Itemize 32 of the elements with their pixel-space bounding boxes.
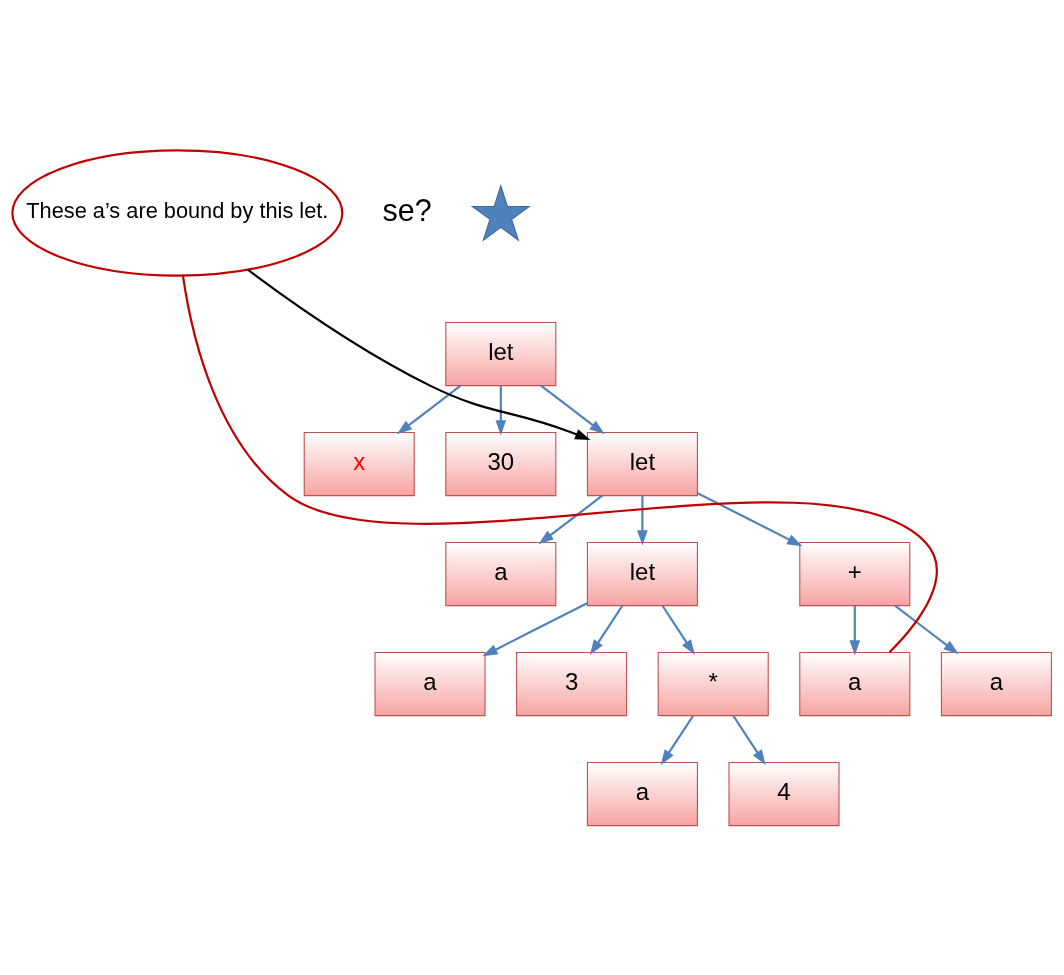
arrow bbox=[661, 604, 695, 655]
node-box: a bbox=[374, 651, 486, 716]
node-box: x bbox=[303, 431, 415, 496]
arrow bbox=[732, 714, 766, 765]
connector bbox=[181, 275, 938, 653]
arrow bbox=[482, 601, 588, 656]
node-ellipse: These a’s are bound by this let. bbox=[11, 148, 344, 277]
arrow bbox=[637, 495, 648, 546]
node-box: a bbox=[445, 541, 557, 606]
arrow bbox=[538, 494, 603, 544]
arrow bbox=[396, 384, 462, 434]
arrow bbox=[540, 384, 605, 434]
node-box: let bbox=[586, 431, 698, 496]
arrow bbox=[894, 604, 959, 654]
node-box: + bbox=[799, 541, 911, 606]
node-box: 30 bbox=[445, 431, 557, 496]
arrow bbox=[849, 605, 861, 656]
node-box: a bbox=[586, 761, 698, 826]
node-box: a bbox=[799, 651, 911, 716]
node-box: 3 bbox=[516, 651, 628, 716]
arrow bbox=[495, 385, 507, 436]
arrow bbox=[697, 491, 803, 546]
node-star bbox=[470, 183, 531, 242]
node-box: let bbox=[586, 541, 698, 606]
arrow bbox=[247, 268, 591, 440]
node-box: a bbox=[940, 651, 1052, 716]
label: se? bbox=[382, 192, 432, 226]
arrow bbox=[589, 604, 624, 655]
node-box: 4 bbox=[728, 761, 840, 826]
node-box: * bbox=[657, 651, 769, 716]
arrow bbox=[660, 714, 694, 765]
node-box: let bbox=[445, 321, 557, 386]
